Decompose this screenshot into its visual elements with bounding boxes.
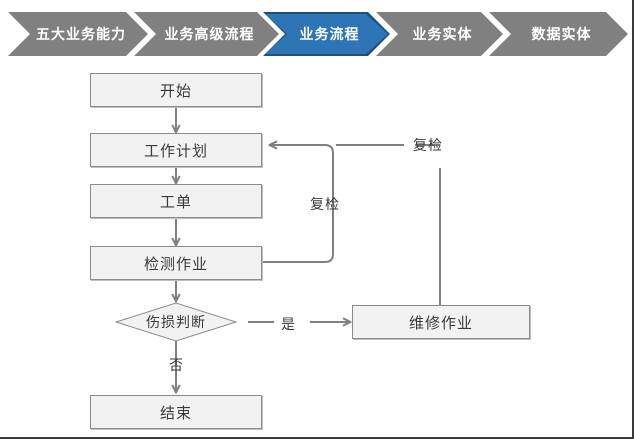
decision-node-damage-label: 伤损判断 bbox=[146, 314, 206, 330]
edge-label-yes: 是 bbox=[281, 316, 296, 332]
breadcrumb-item-1-label: 五大业务能力 bbox=[36, 26, 126, 42]
breadcrumb-item-4[interactable]: 业务实体 bbox=[376, 12, 503, 56]
breadcrumb-item-3-active[interactable]: 业务流程 bbox=[265, 14, 388, 54]
edge-label-no: 否 bbox=[169, 357, 184, 373]
node-work-plan[interactable]: 工作计划 bbox=[90, 133, 262, 167]
breadcrumb-item-4-label: 业务实体 bbox=[412, 26, 473, 42]
node-start-label: 开始 bbox=[159, 82, 192, 100]
breadcrumb: 五大业务能力 业务高级流程 业务流程 业务实体 数据实体 bbox=[0, 12, 634, 56]
breadcrumb-item-2[interactable]: 业务高级流程 bbox=[134, 12, 279, 56]
node-inspection[interactable]: 检测作业 bbox=[90, 246, 262, 280]
breadcrumb-item-5-label: 数据实体 bbox=[531, 26, 592, 42]
node-repair[interactable]: 维修作业 bbox=[352, 305, 530, 339]
edge-label-recheck-outer: 复检 bbox=[413, 137, 443, 153]
flowchart: 开始 工作计划 工单 检测作业 伤损判断 维修作业 结束 复检 复检 是 否 bbox=[0, 56, 634, 439]
node-work-order-label: 工单 bbox=[159, 193, 192, 211]
breadcrumb-item-1[interactable]: 五大业务能力 bbox=[8, 12, 148, 56]
decision-node-damage[interactable] bbox=[114, 302, 238, 342]
node-work-plan-label: 工作计划 bbox=[143, 142, 208, 160]
breadcrumb-item-3-label: 业务流程 bbox=[299, 26, 360, 42]
breadcrumb-item-2-label: 业务高级流程 bbox=[164, 26, 255, 42]
node-end[interactable]: 结束 bbox=[90, 395, 262, 429]
edge-label-recheck-inner: 复检 bbox=[310, 196, 340, 212]
flowchart-connectors bbox=[114, 108, 441, 439]
breadcrumb-item-5[interactable]: 数据实体 bbox=[489, 12, 628, 56]
node-inspection-label: 检测作业 bbox=[143, 255, 208, 273]
node-repair-label: 维修作业 bbox=[408, 314, 473, 332]
node-work-order[interactable]: 工单 bbox=[90, 184, 262, 218]
node-start[interactable]: 开始 bbox=[90, 73, 262, 107]
node-end-label: 结束 bbox=[159, 404, 192, 422]
